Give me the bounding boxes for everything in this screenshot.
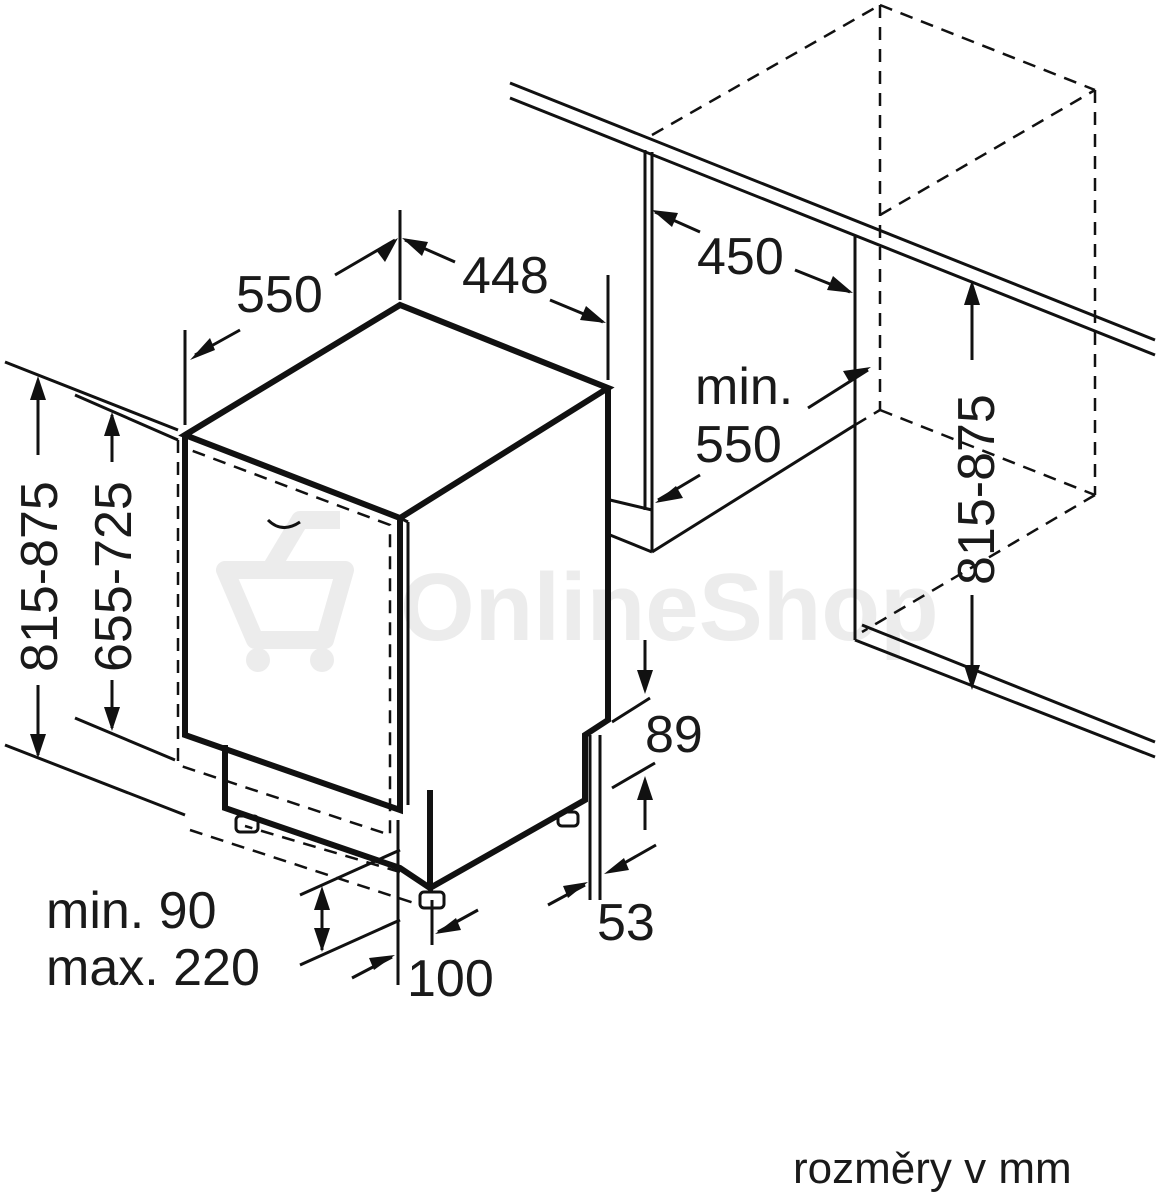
door-height-label: 655-725 bbox=[85, 481, 143, 672]
foot-back-right bbox=[556, 810, 580, 828]
dimension-labels: 550 448 450 min. 550 815-875 815-875 655… bbox=[11, 228, 1072, 1193]
niche-height-label: 815-875 bbox=[948, 394, 1006, 585]
niche-width-label: 450 bbox=[697, 228, 784, 286]
dishwasher-base bbox=[222, 745, 433, 894]
plinth-depth-label: 100 bbox=[407, 950, 494, 1008]
dishwasher-side bbox=[428, 388, 611, 891]
foot-front-left bbox=[234, 814, 260, 834]
door-handle bbox=[266, 518, 301, 529]
watermark: OnlineShop bbox=[216, 511, 939, 672]
dishwasher bbox=[176, 301, 615, 910]
kitchen-niche bbox=[509, 3, 1156, 759]
shopping-cart-icon bbox=[216, 511, 354, 649]
units-note: rozměry v mm bbox=[793, 1144, 1072, 1193]
depth-label: 550 bbox=[236, 266, 323, 324]
cart-wheel-icon bbox=[246, 648, 270, 672]
niche-depth-value-label: 550 bbox=[695, 416, 782, 474]
dimension-lines bbox=[4, 210, 980, 985]
total-height-label: 815-875 bbox=[11, 481, 69, 672]
toe-kick-label: 89 bbox=[645, 706, 703, 764]
dishwasher-top bbox=[178, 301, 615, 522]
plinth-max-label: max. 220 bbox=[46, 939, 260, 997]
plinth-offset-label: 53 bbox=[597, 894, 655, 952]
plinth-min-label: min. 90 bbox=[46, 882, 217, 940]
niche-depth-min-label: min. bbox=[695, 358, 793, 416]
watermark-text: OnlineShop bbox=[400, 554, 939, 661]
dishwasher-front bbox=[182, 435, 403, 815]
cart-wheel-icon bbox=[310, 648, 334, 672]
width-label: 448 bbox=[462, 247, 549, 305]
